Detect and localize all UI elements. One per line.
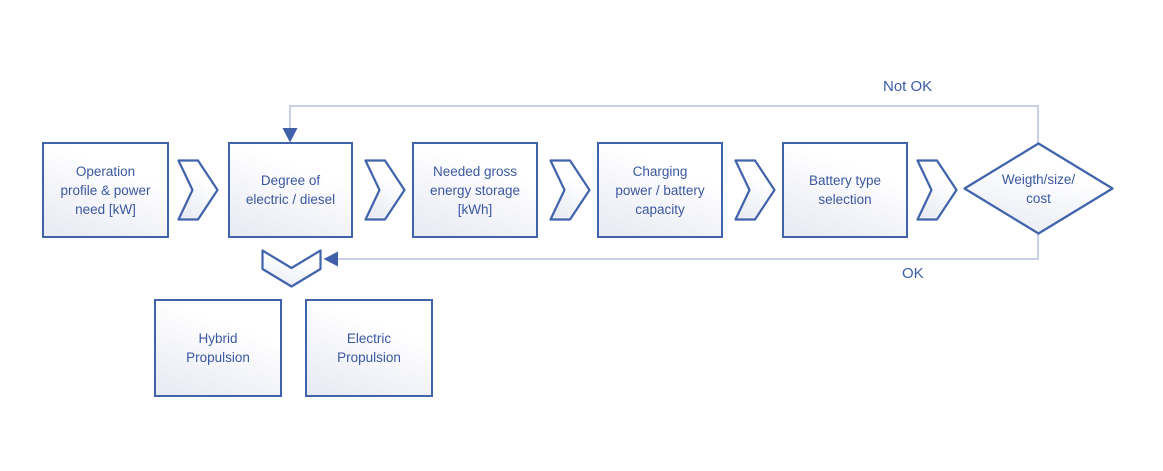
ok-label: OK: [902, 265, 924, 282]
chevron-right-icon: [364, 159, 406, 221]
step-box-battery-type: Battery type selection: [782, 142, 908, 238]
chevron-down-icon: [261, 249, 322, 288]
outcome-box-hybrid-propulsion: Hybrid Propulsion: [154, 299, 282, 397]
step-label: Battery type selection: [808, 173, 882, 207]
outcome-label: Electric Propulsion: [337, 331, 401, 365]
outcome-label: Hybrid Propulsion: [186, 331, 250, 365]
step-label: Needed gross energy storage [kWh]: [429, 163, 521, 217]
step-box-energy-storage: Needed gross energy storage [kWh]: [412, 142, 538, 238]
ok-arrowhead-icon: [323, 251, 338, 267]
ok-line: [337, 234, 1039, 260]
chevron-right-icon: [734, 159, 776, 221]
not-ok-label: Not OK: [883, 78, 933, 95]
chevron-right-icon: [916, 159, 958, 221]
chevron-right-icon: [549, 159, 591, 221]
not-ok-arrowhead-icon: [282, 128, 298, 143]
step-box-degree-electric-diesel: Degree of electric / diesel: [228, 142, 353, 238]
step-box-charging-power: Charging power / battery capacity: [597, 142, 723, 238]
step-label: Operation profile & power need [kW]: [60, 163, 151, 217]
outcome-box-electric-propulsion: Electric Propulsion: [305, 299, 433, 397]
step-label: Charging power / battery capacity: [615, 163, 705, 217]
not-ok-line: [289, 105, 1039, 143]
chevron-right-icon: [177, 159, 219, 221]
step-box-operation-profile: Operation profile & power need [kW]: [42, 142, 169, 238]
step-label: Degree of electric / diesel: [245, 173, 336, 207]
decision-label: Weigth/size/ cost: [1001, 171, 1076, 206]
diamond-shape: [963, 142, 1114, 235]
decision-diamond-weight-size-cost: Weigth/size/ cost: [962, 140, 1115, 237]
